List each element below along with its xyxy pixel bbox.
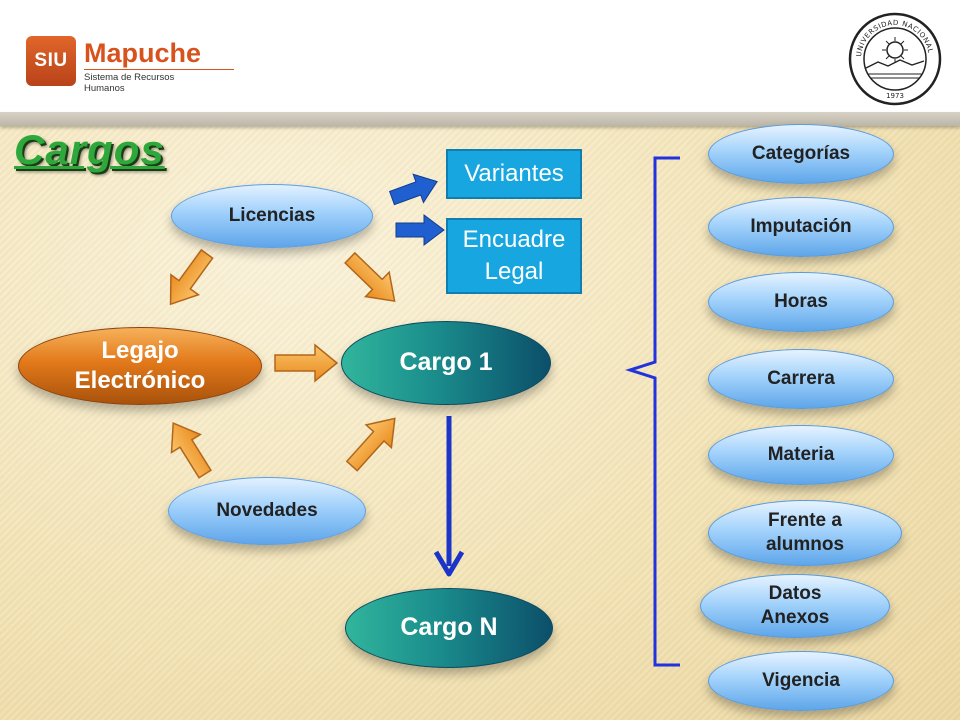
- attr-categorias-label: Categorías: [751, 143, 851, 165]
- attributes-bracket: [625, 156, 680, 667]
- node-cargo-n: Cargo N: [345, 588, 553, 668]
- arrow-to-encuadre-legal: [395, 214, 445, 246]
- page-title: Cargos: [14, 126, 165, 173]
- node-cargo-n-label: Cargo N: [400, 613, 498, 642]
- university-seal: UNIVERSIDAD NACIONAL DE SAN JUAN 1973: [848, 12, 942, 106]
- header-band: [0, 0, 960, 112]
- arrow-to-variantes: [388, 173, 438, 206]
- arrow-novedades-to-legajo: [170, 422, 212, 479]
- attr-datos-label-2: Anexos: [760, 607, 830, 628]
- attr-frente-label-2: alumnos: [765, 534, 845, 555]
- box-variantes: Variantes: [446, 149, 582, 199]
- attr-imputacion: Imputación: [708, 197, 894, 257]
- box-variantes-label: Variantes: [464, 159, 564, 187]
- attr-materia-label: Materia: [767, 444, 835, 466]
- arrow-novedades-to-cargo1: [345, 417, 396, 472]
- attr-datos-label-1: Datos: [768, 583, 822, 605]
- attr-imputacion-label: Imputación: [750, 216, 852, 238]
- arrow-licencias-to-legajo: [169, 248, 214, 306]
- attr-carrera: Carrera: [708, 349, 894, 409]
- node-novedades-label: Novedades: [216, 500, 318, 522]
- arrow-cargo1-to-cargoN: [433, 550, 465, 577]
- arrow-legajo-to-cargo1: [274, 343, 339, 383]
- attr-vigencia-label: Vigencia: [762, 670, 840, 692]
- logo-subtitle: Sistema de Recursos Humanos: [84, 72, 175, 94]
- seal-year: 1973: [886, 92, 904, 100]
- siu-logo-mark: SIU: [26, 36, 76, 86]
- attr-carrera-label: Carrera: [767, 368, 835, 390]
- logo-product-name: Mapuche: [84, 38, 202, 68]
- attr-materia: Materia: [708, 425, 894, 485]
- attr-categorias: Categorías: [708, 124, 894, 184]
- attr-vigencia: Vigencia: [708, 651, 894, 711]
- node-licencias: Licencias: [171, 184, 373, 248]
- logo-rule: [84, 69, 234, 70]
- node-novedades: Novedades: [168, 477, 366, 545]
- node-legajo-label-1: Legajo: [101, 337, 179, 364]
- box-encuadre-label-2: Legal: [484, 258, 544, 285]
- node-legajo-label-2: Electrónico: [74, 367, 206, 394]
- node-cargo-1: Cargo 1: [341, 321, 551, 405]
- attr-horas: Horas: [708, 272, 894, 332]
- siu-mapuche-logo: SIU Mapuche Sistema de Recursos Humanos: [26, 34, 234, 94]
- attr-frente-label-1: Frente a: [768, 510, 842, 532]
- attr-horas-label: Horas: [774, 291, 828, 313]
- attr-datos-anexos: Datos Anexos: [700, 574, 890, 638]
- node-cargo-1-label: Cargo 1: [399, 348, 493, 377]
- node-legajo-electronico: Legajo Electrónico: [18, 327, 262, 405]
- node-licencias-label: Licencias: [228, 205, 316, 227]
- attr-frente-a-alumnos: Frente a alumnos: [708, 500, 902, 566]
- header-divider: [0, 112, 960, 126]
- arrow-licencias-to-cargo1: [344, 251, 396, 302]
- box-encuadre-label-1: Encuadre: [462, 225, 566, 253]
- box-encuadre-legal: Encuadre Legal: [446, 218, 582, 294]
